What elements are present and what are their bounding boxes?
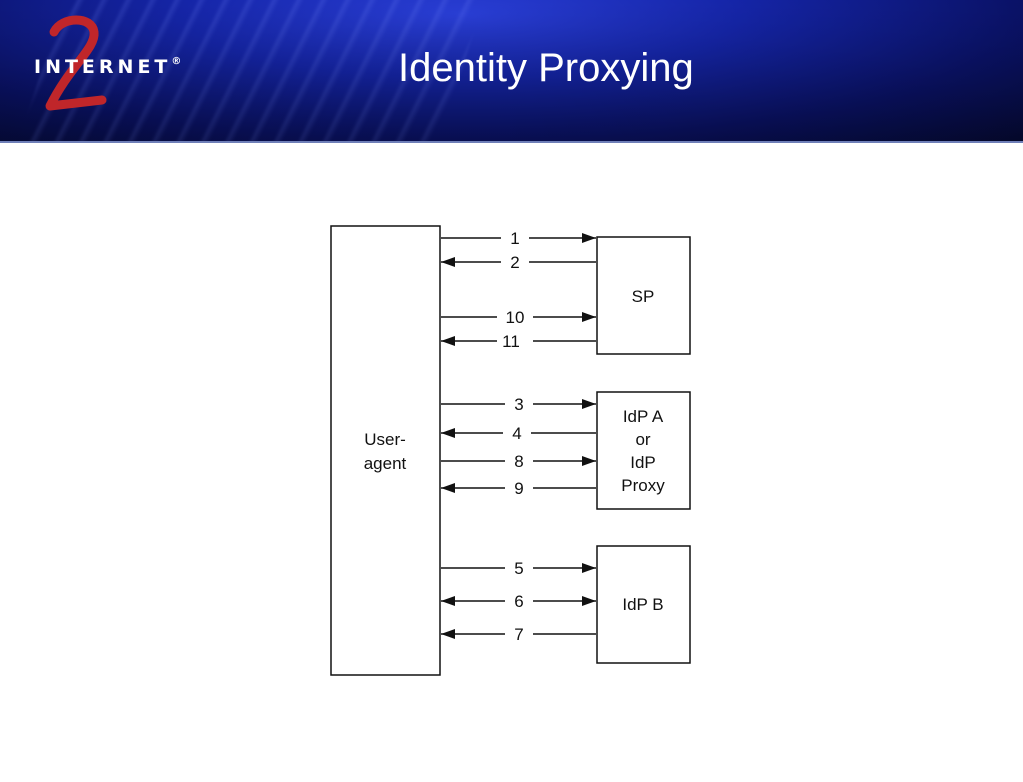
idp-a-box <box>596 391 691 510</box>
arrow-9: 9 <box>441 479 596 498</box>
arrow-label-4: 4 <box>512 424 521 443</box>
arrow-7: 7 <box>441 625 596 644</box>
arrow-label-8: 8 <box>514 452 523 471</box>
arrow-2: 2 <box>441 253 596 272</box>
idp-a-label-line2: or <box>635 430 650 449</box>
arrow-label-6: 6 <box>514 592 523 611</box>
user-agent-label-line2: agent <box>364 454 407 473</box>
idp-a-label-line4: Proxy <box>621 476 665 495</box>
internet2-numeral-icon <box>45 15 107 111</box>
logo-text: INTERNET <box>34 56 172 78</box>
arrow-label-2: 2 <box>510 253 519 272</box>
arrow-label-5: 5 <box>514 559 523 578</box>
logo-wordmark: INTERNET® <box>34 56 181 78</box>
arrow-5: 5 <box>441 559 596 578</box>
arrow-label-9: 9 <box>514 479 523 498</box>
arrow-11: 11 <box>441 332 596 351</box>
arrow-label-10: 10 <box>506 308 525 327</box>
arrow-6: 6 <box>441 592 596 611</box>
sp-label: SP <box>632 287 655 306</box>
sp-box <box>596 236 691 355</box>
slide-header: INTERNET® Identity Proxying <box>0 0 1023 143</box>
logo-registered-mark: ® <box>171 56 182 67</box>
user-agent-box <box>330 225 441 676</box>
page-title: Identity Proxying <box>398 46 694 90</box>
idp-b-label: IdP B <box>622 595 663 614</box>
arrow-1: 1 <box>441 229 596 248</box>
idp-a-label-line3: IdP <box>630 453 656 472</box>
arrow-label-3: 3 <box>514 395 523 414</box>
user-agent-label-line1: User- <box>364 430 406 449</box>
idp-b-box <box>596 545 691 664</box>
header-divider <box>0 141 1023 143</box>
arrow-label-11: 11 <box>502 332 520 351</box>
arrow-label-7: 7 <box>514 625 523 644</box>
internet2-logo: INTERNET® <box>14 14 181 118</box>
idp-a-label-line1: IdP A <box>623 407 664 426</box>
arrow-8: 8 <box>441 452 596 471</box>
arrow-10: 10 <box>441 308 596 327</box>
arrow-label-1: 1 <box>510 229 519 248</box>
arrow-3: 3 <box>441 395 596 414</box>
arrow-4: 4 <box>441 424 596 443</box>
